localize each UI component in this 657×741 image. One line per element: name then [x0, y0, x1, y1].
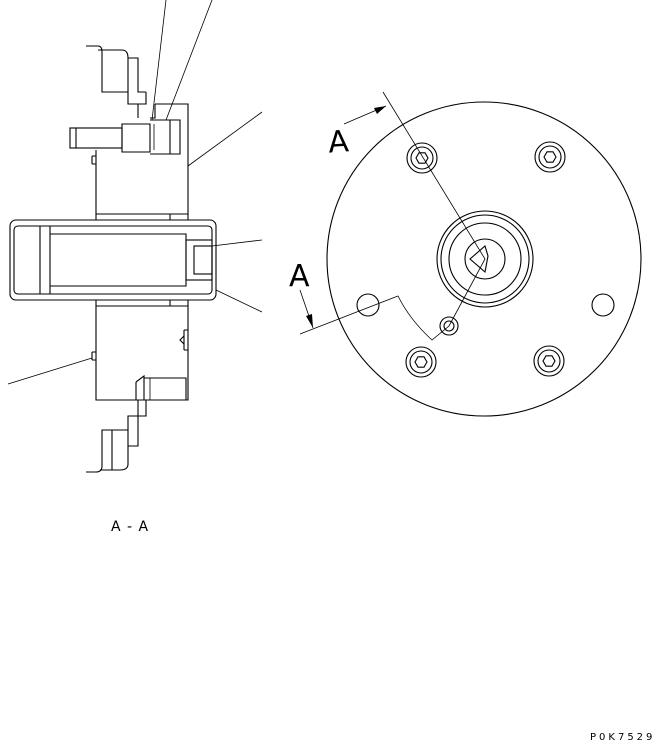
bottom-flange: [86, 400, 147, 473]
central-hub: [436, 210, 534, 308]
section-arrow-bottom-label: A: [289, 259, 310, 294]
outer-disc: [326, 101, 642, 417]
top-flange: [86, 45, 189, 166]
section-arrow-top-label: A: [327, 124, 350, 160]
section-arrow-top: A: [327, 105, 387, 161]
lower-bolt: [135, 374, 187, 400]
bolt-bottom-left: [405, 346, 437, 378]
central-shaft: [9, 219, 217, 306]
upper-body: [91, 150, 189, 220]
hole-left: [356, 293, 380, 317]
bolt-top-left: [406, 142, 438, 174]
upper-bolt: [69, 119, 181, 155]
section-view-a-a: [7, 0, 263, 473]
section-cut-line: [299, 91, 486, 341]
bolt-top-right: [534, 141, 566, 173]
section-view-title: A - A: [111, 519, 149, 535]
front-view: [299, 91, 642, 417]
hole-right: [591, 293, 615, 317]
drawing-code: P0K7529: [590, 732, 655, 741]
small-bolt: [439, 316, 459, 336]
bolt-bottom-right: [533, 345, 565, 377]
section-arrow-bottom: A: [289, 259, 314, 329]
leader-lines-left: [7, 0, 263, 385]
lower-body: [91, 305, 189, 401]
